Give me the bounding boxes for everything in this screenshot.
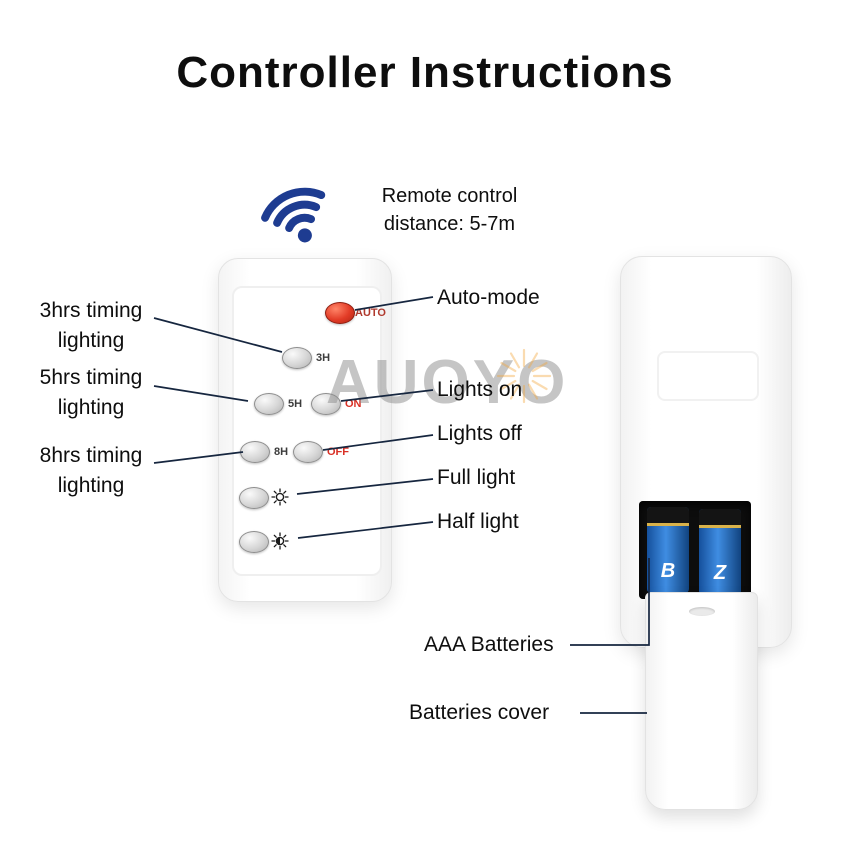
half-light-sun-icon	[271, 532, 289, 550]
timer-8h-label: 8H	[274, 446, 289, 458]
full-light-sun-icon	[271, 488, 289, 506]
remote-distance-line1: Remote control	[381, 185, 518, 207]
wifi-signal-icon	[261, 187, 326, 243]
batteries-cover	[645, 592, 758, 810]
battery-brand-letter: B	[660, 560, 676, 582]
battery-compartment: B Z	[639, 501, 751, 599]
timer-3h-button	[282, 347, 312, 369]
timer-3h-label: 3H	[316, 352, 331, 364]
timer-5h-button	[254, 393, 284, 415]
cover-thumb-notch	[688, 607, 715, 616]
label-8hrs-timing: 8hrs timing lighting	[39, 444, 143, 498]
lights-off-label: OFF	[327, 446, 349, 458]
label-5hrs-timing: 5hrs timing lighting	[39, 366, 143, 420]
remote-distance-line2: distance: 5-7m	[383, 213, 516, 235]
callout-aaa-batteries: AAA Batteries	[424, 633, 554, 656]
aaa-battery: Z	[699, 509, 741, 595]
auto-mode-button	[325, 302, 355, 324]
label-3hrs-timing: 3hrs timing lighting	[39, 299, 143, 353]
callout-half-light: Half light	[437, 510, 519, 533]
timer-8h-button	[240, 441, 270, 463]
page-title: Controller Instructions	[176, 48, 674, 97]
remote-back-view: B Z	[620, 256, 792, 648]
battery-brand-letter: Z	[713, 562, 727, 584]
callout-batteries-cover: Batteries cover	[409, 701, 550, 724]
lights-on-button	[311, 393, 341, 415]
remote-distance-text: Remote control distance: 5-7m	[352, 182, 547, 238]
callout-lights-on: Lights on	[437, 378, 523, 401]
lights-off-button	[293, 441, 323, 463]
watermark-text: AUOYO	[326, 348, 569, 417]
timer-5h-label: 5H	[288, 398, 303, 410]
callout-lights-off: Lights off	[437, 422, 522, 445]
half-light-button	[239, 531, 269, 553]
remote-front-view: AUTO 3H 5H ON 8H OFF	[218, 258, 392, 602]
sunburst-decoration-icon	[496, 348, 552, 404]
back-panel-recess	[657, 351, 759, 401]
callout-auto-mode: Auto-mode	[437, 286, 540, 309]
aaa-battery: B	[647, 507, 689, 593]
callout-full-light: Full light	[437, 466, 516, 489]
full-light-button	[239, 487, 269, 509]
auto-button-label: AUTO	[355, 307, 386, 319]
